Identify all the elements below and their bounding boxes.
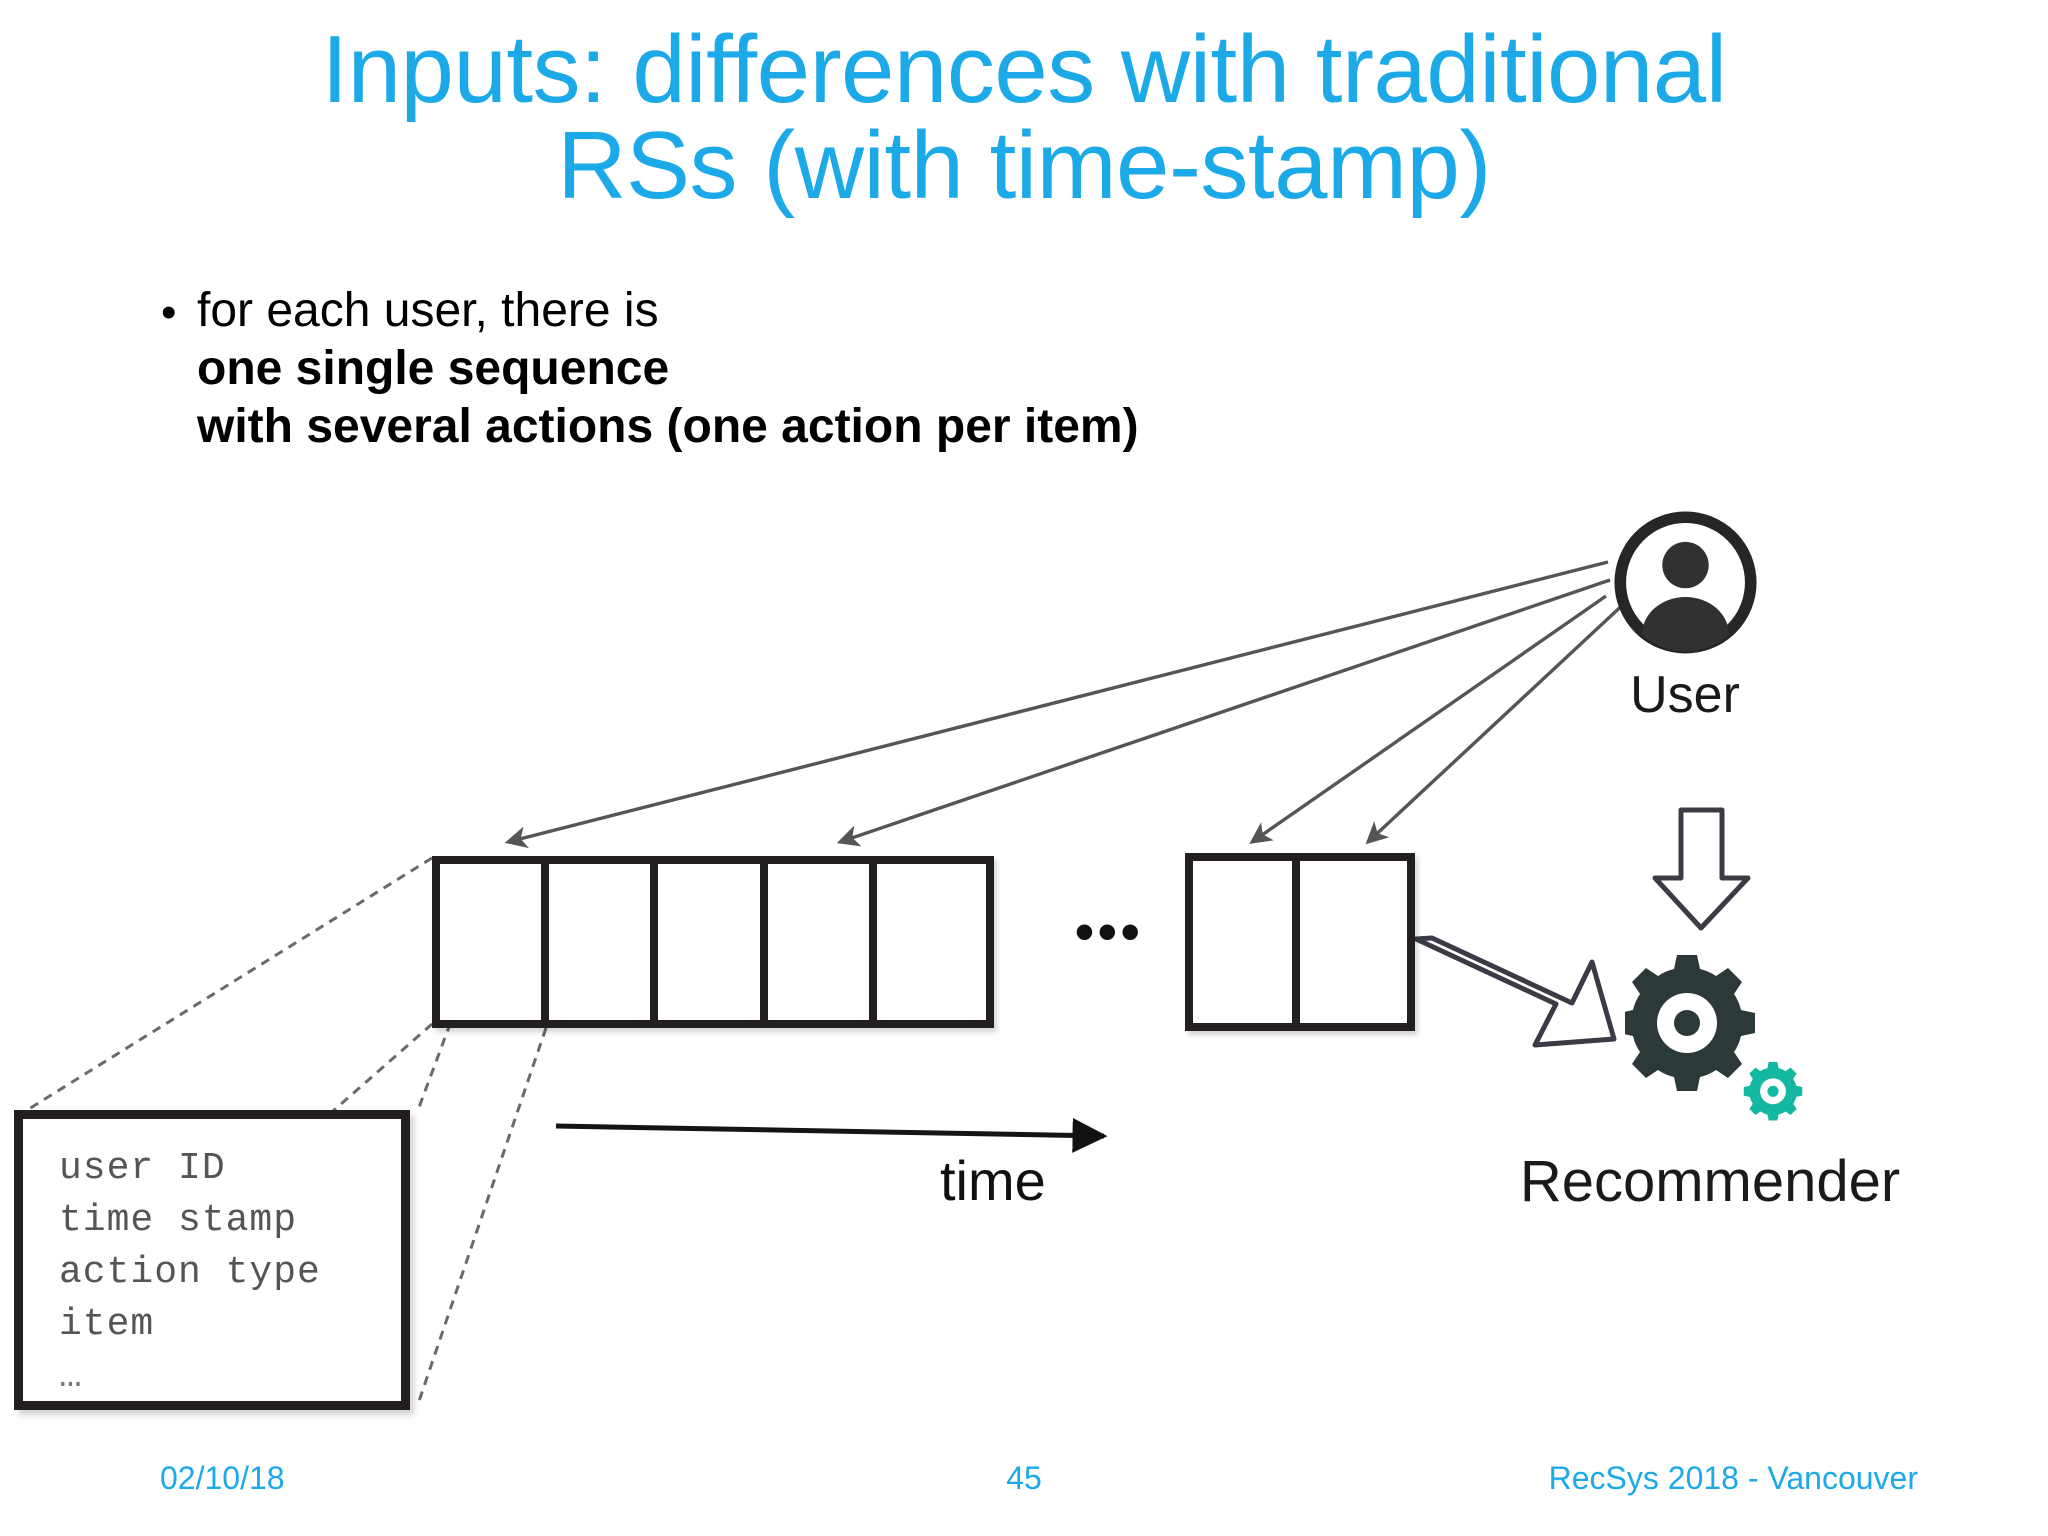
sequence-main-boxes xyxy=(432,856,994,1028)
gear-icon xyxy=(1619,955,1755,1091)
body-content: • for each user, there is one single seq… xyxy=(155,282,1555,456)
recommender-gears xyxy=(1619,955,1825,1125)
time-axis-label: time xyxy=(940,1149,1046,1212)
footer-date: 02/10/18 xyxy=(160,1460,285,1496)
sequence-tail-boxes xyxy=(1185,853,1415,1031)
slide-footer: 02/10/18 45 RecSys 2018 - Vancouver xyxy=(0,1460,2048,1510)
sequence-cell xyxy=(549,864,659,1020)
time-axis-arrow xyxy=(555,1117,1108,1153)
user-to-sequence-arrows xyxy=(504,560,1630,849)
bullet-item: • for each user, there is one single seq… xyxy=(155,282,1555,456)
page-title-line-2: RSs (with time-stamp) xyxy=(557,112,1491,219)
sequence-cell xyxy=(1193,861,1300,1023)
detail-field-time-stamp: time stamp xyxy=(59,1199,298,1242)
user-label: User xyxy=(1630,666,1740,724)
detail-field-action-type: action type xyxy=(59,1251,321,1294)
sequence-cell xyxy=(767,864,877,1020)
detail-field-continuation: … xyxy=(59,1355,83,1398)
footer-event-name: RecSys 2018 - Vancouver xyxy=(1548,1460,1918,1496)
sequence-cell xyxy=(1300,861,1407,1023)
body-line-3: with several actions (one action per ite… xyxy=(197,400,1139,453)
page-title-line-1: Inputs: differences with traditional xyxy=(321,16,1727,123)
sequence-cell xyxy=(440,864,550,1020)
hollow-down-arrow-icon xyxy=(1652,807,1751,931)
hollow-right-arrow-icon xyxy=(1413,935,1617,1048)
sequence-cell xyxy=(658,864,768,1020)
body-line-2: one single sequence xyxy=(197,342,670,395)
detail-field-user-id: user ID xyxy=(59,1147,226,1190)
small-gear-icon xyxy=(1743,1062,1803,1121)
user-avatar-icon xyxy=(1613,510,1758,655)
sequence-cell xyxy=(876,864,986,1020)
page-title: Inputs: differences with traditional RSs… xyxy=(120,22,1928,214)
bullet-text-lines: for each user, there is one single seque… xyxy=(197,282,1555,456)
sequence-ellipsis: ••• xyxy=(1075,902,1144,962)
footer-page-number: 45 xyxy=(1006,1460,1042,1496)
body-line-1: for each user, there is xyxy=(197,284,659,337)
detail-field-item: item xyxy=(59,1303,155,1346)
bullet-dot-icon: • xyxy=(161,288,177,337)
action-detail-panel: user ID time stamp action type item … xyxy=(14,1110,410,1410)
recommender-label: Recommender xyxy=(1519,1149,1901,1214)
